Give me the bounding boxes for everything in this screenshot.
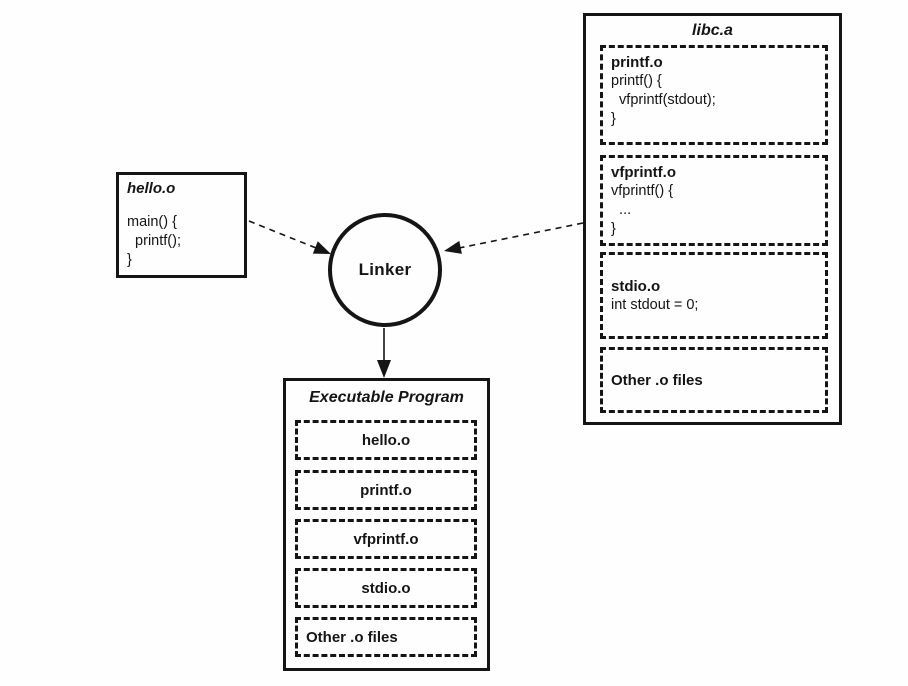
executable-box-title: Executable Program xyxy=(309,389,464,406)
module-name: vfprintf.o xyxy=(353,530,419,548)
libc-box-title: libc.a xyxy=(692,22,733,39)
module-name: stdio.o xyxy=(611,277,661,295)
libc-module-vfprintf: vfprintf.o vfprintf() { ... } xyxy=(600,155,828,246)
code-line: vfprintf(stdout); xyxy=(611,92,716,108)
hello-object-file-box: hello.o main() { printf(); } xyxy=(116,172,247,278)
hello-box-code: main() { printf(); } xyxy=(127,213,244,270)
libc-module-printf: printf.o printf() { vfprintf(stdout); } xyxy=(600,45,828,145)
arrow-libc-to-linker xyxy=(444,222,584,254)
code-line: } xyxy=(611,221,616,237)
code-line: main() { xyxy=(127,214,177,230)
module-name: printf.o xyxy=(611,54,663,71)
module-name: Other .o files xyxy=(611,371,703,389)
linker-label: Linker xyxy=(358,260,412,279)
module-name: stdio.o xyxy=(361,579,411,597)
libc-module-other-files: Other .o files xyxy=(600,347,828,413)
libc-module-stdio: stdio.o int stdout = 0; xyxy=(600,252,828,339)
arrow-linker-to-executable xyxy=(377,328,391,378)
exec-module-stdio: stdio.o xyxy=(295,568,477,608)
hello-box-title: hello.o xyxy=(127,180,176,197)
code-line: int stdout = 0; xyxy=(611,296,699,313)
code-line: } xyxy=(611,111,616,127)
code-line: } xyxy=(127,252,132,268)
module-name: printf.o xyxy=(360,481,412,499)
module-name: hello.o xyxy=(361,431,411,449)
linker-node: Linker xyxy=(328,213,442,327)
exec-module-hello: hello.o xyxy=(295,420,477,460)
module-name: Other .o files xyxy=(306,628,398,646)
code-line: printf(); xyxy=(127,233,181,249)
libc-library-box: libc.a printf.o printf() { vfprintf(stdo… xyxy=(583,13,842,425)
code-line: printf() { xyxy=(611,73,662,89)
exec-module-other-files: Other .o files xyxy=(295,617,477,657)
executable-program-box: Executable Program hello.o printf.o vfpr… xyxy=(283,378,490,671)
arrow-hello-to-linker xyxy=(248,220,331,254)
module-name: vfprintf.o xyxy=(611,164,676,181)
exec-module-printf: printf.o xyxy=(295,470,477,510)
code-line: vfprintf() { xyxy=(611,183,674,199)
code-line: ... xyxy=(611,202,632,218)
exec-module-vfprintf: vfprintf.o xyxy=(295,519,477,559)
